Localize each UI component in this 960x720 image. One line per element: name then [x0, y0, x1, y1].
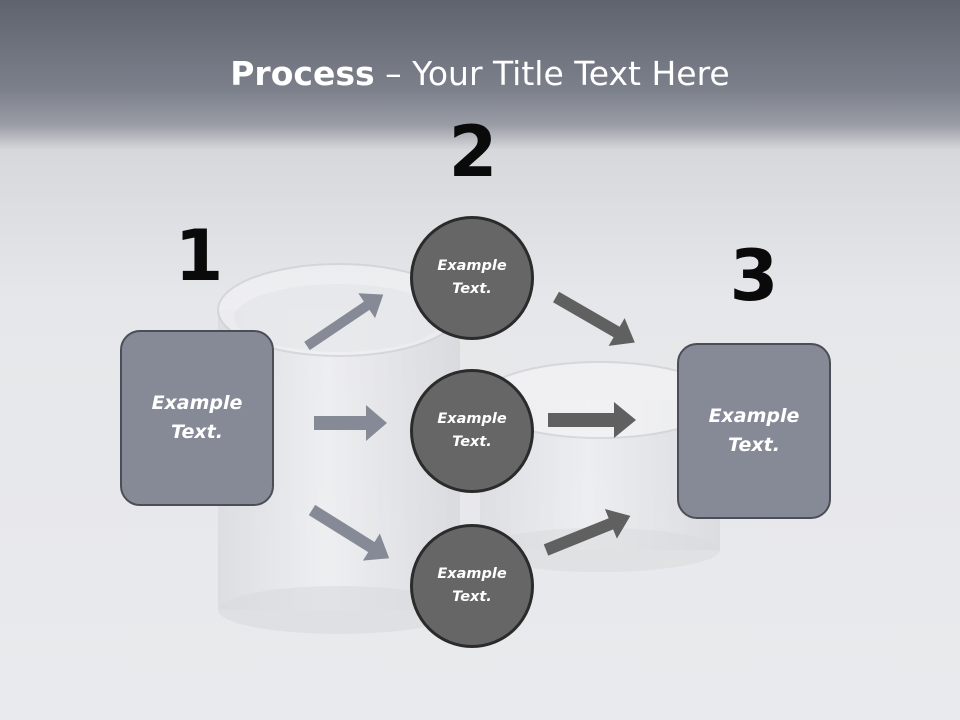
title-bold: Process — [230, 54, 375, 93]
arrow-right-icon — [314, 405, 387, 441]
arrow-down-right-icon — [553, 291, 635, 346]
step-3-number: 3 — [729, 235, 779, 317]
step-3-text: Example Text. — [708, 405, 800, 456]
step-2-number: 2 — [448, 111, 498, 193]
arrow-up-right-icon — [543, 508, 631, 556]
step-2-text-bottom: Example Text. — [437, 566, 507, 605]
step-2-circle-top: Example Text. — [410, 216, 534, 340]
step-1-box: Example Text. — [120, 330, 274, 506]
arrow-down-right-icon — [308, 504, 390, 561]
arrow-right-icon — [548, 402, 636, 438]
step-2-circle-bottom: Example Text. — [410, 524, 534, 648]
arrow-up-right-icon — [304, 293, 384, 351]
title-rest: – Your Title Text Here — [374, 54, 730, 93]
step-1-text: Example Text. — [151, 392, 243, 443]
step-2-text-middle: Example Text. — [437, 411, 507, 450]
step-2-circle-middle: Example Text. — [410, 369, 534, 493]
page-title: Process – Your Title Text Here — [0, 52, 960, 96]
step-3-box: Example Text. — [677, 343, 831, 519]
step-1-number: 1 — [174, 215, 224, 297]
step-2-text-top: Example Text. — [437, 258, 507, 297]
